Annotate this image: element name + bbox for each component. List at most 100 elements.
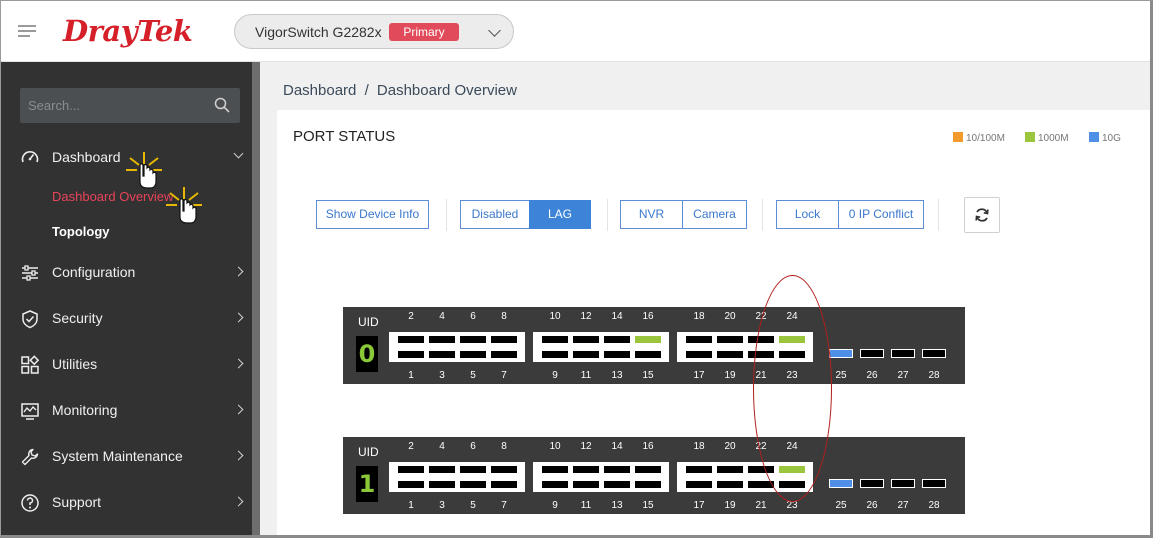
port-3[interactable] [429,481,455,488]
port-20[interactable] [717,336,743,343]
sfp-port-26[interactable] [860,479,884,488]
port-label: 4 [439,441,445,452]
refresh-button[interactable] [964,197,1000,233]
port-11[interactable] [573,481,599,488]
breadcrumb: Dashboard / Dashboard Overview [283,82,517,99]
show-device-info-button[interactable]: Show Device Info [316,200,429,229]
port-13[interactable] [604,481,630,488]
port-12[interactable] [573,336,599,343]
nvr-button[interactable]: NVR [620,200,683,229]
port-label: 10 [549,311,561,322]
port-14[interactable] [604,466,630,473]
port-18[interactable] [686,466,712,473]
monitor-chart-icon [21,403,39,420]
port-20[interactable] [717,466,743,473]
port-group [389,332,525,362]
sfp-port-26[interactable] [860,349,884,358]
port-1[interactable] [398,481,424,488]
device-selector[interactable]: VigorSwitch G2282x Primary [234,14,514,49]
sidebar-scrollbar[interactable] [252,62,260,538]
click-cursor-icon [126,152,162,189]
port-10[interactable] [542,466,568,473]
chevron-right-icon [233,496,244,507]
refresh-icon [975,208,989,222]
lock-button[interactable]: Lock [776,200,839,229]
port-16[interactable] [635,466,661,473]
sidebar-item-monitoring[interactable]: Monitoring [0,391,252,431]
sidebar-subitem-topology[interactable]: Topology [52,224,110,239]
port-22[interactable] [748,466,774,473]
chevron-down-icon [488,24,501,37]
port-21[interactable] [748,481,774,488]
camera-button[interactable]: Camera [682,200,747,229]
sidebar-item-support[interactable]: Support [0,483,252,523]
sfp-port-27[interactable] [891,479,915,488]
port-9[interactable] [542,481,568,488]
sfp-port-25[interactable] [829,349,853,358]
port-19[interactable] [717,351,743,358]
breadcrumb-root[interactable]: Dashboard [283,82,357,99]
port-14[interactable] [604,336,630,343]
port-15[interactable] [635,481,661,488]
search-input[interactable] [20,88,210,123]
port-label: 25 [835,500,847,511]
port-13[interactable] [604,351,630,358]
port-2[interactable] [398,336,424,343]
port-3[interactable] [429,351,455,358]
lag-toggle-button[interactable]: LAG [529,200,591,229]
ip-conflict-button[interactable]: 0 IP Conflict [838,200,924,229]
port-7[interactable] [491,351,517,358]
legend-10g: 10G [1089,132,1121,144]
port-4[interactable] [429,336,455,343]
sidebar-item-configuration[interactable]: Configuration [0,253,252,293]
port-10[interactable] [542,336,568,343]
port-18[interactable] [686,336,712,343]
port-7[interactable] [491,481,517,488]
port-17[interactable] [686,351,712,358]
sidebar-item-utilities[interactable]: Utilities [0,345,252,385]
hamburger-menu-icon[interactable] [18,25,36,38]
port-16[interactable] [635,336,661,343]
port-5[interactable] [460,351,486,358]
sidebar-item-label: Support [52,494,102,510]
port-label: 20 [724,441,736,452]
sidebar-item-dashboard[interactable]: Dashboard [0,138,252,178]
sfp-port-28[interactable] [922,479,946,488]
legend-label: 10G [1102,133,1121,144]
port-6[interactable] [460,336,486,343]
sidebar-item-security[interactable]: Security [0,299,252,339]
sfp-port-28[interactable] [922,349,946,358]
disabled-toggle-button[interactable]: Disabled [460,200,530,229]
port-15[interactable] [635,351,661,358]
sfp-port-27[interactable] [891,349,915,358]
port-4[interactable] [429,466,455,473]
sidebar-item-label: Security [52,310,103,326]
port-label: 16 [642,441,654,452]
port-group [533,332,669,362]
port-9[interactable] [542,351,568,358]
port-label: 15 [642,500,654,511]
port-12[interactable] [573,466,599,473]
toolbar-divider [762,199,763,231]
port-17[interactable] [686,481,712,488]
port-1[interactable] [398,351,424,358]
port-6[interactable] [460,466,486,473]
port-8[interactable] [491,336,517,343]
port-19[interactable] [717,481,743,488]
search-icon[interactable] [214,97,230,113]
port-label: 18 [693,311,705,322]
port-11[interactable] [573,351,599,358]
uid-label: UID [358,445,379,459]
port-2[interactable] [398,466,424,473]
port-label: 17 [693,500,705,511]
sfp-port-25[interactable] [829,479,853,488]
port-label: 2 [408,311,414,322]
port-label: 1 [408,370,414,381]
legend-label: 1000M [1038,133,1069,144]
uid-number: 0 [356,336,378,372]
port-label: 6 [470,441,476,452]
port-8[interactable] [491,466,517,473]
sidebar-item-system-maintenance[interactable]: System Maintenance [0,437,252,477]
port-5[interactable] [460,481,486,488]
sidebar-subitem-dashboard-overview[interactable]: Dashboard Overview [52,189,174,204]
